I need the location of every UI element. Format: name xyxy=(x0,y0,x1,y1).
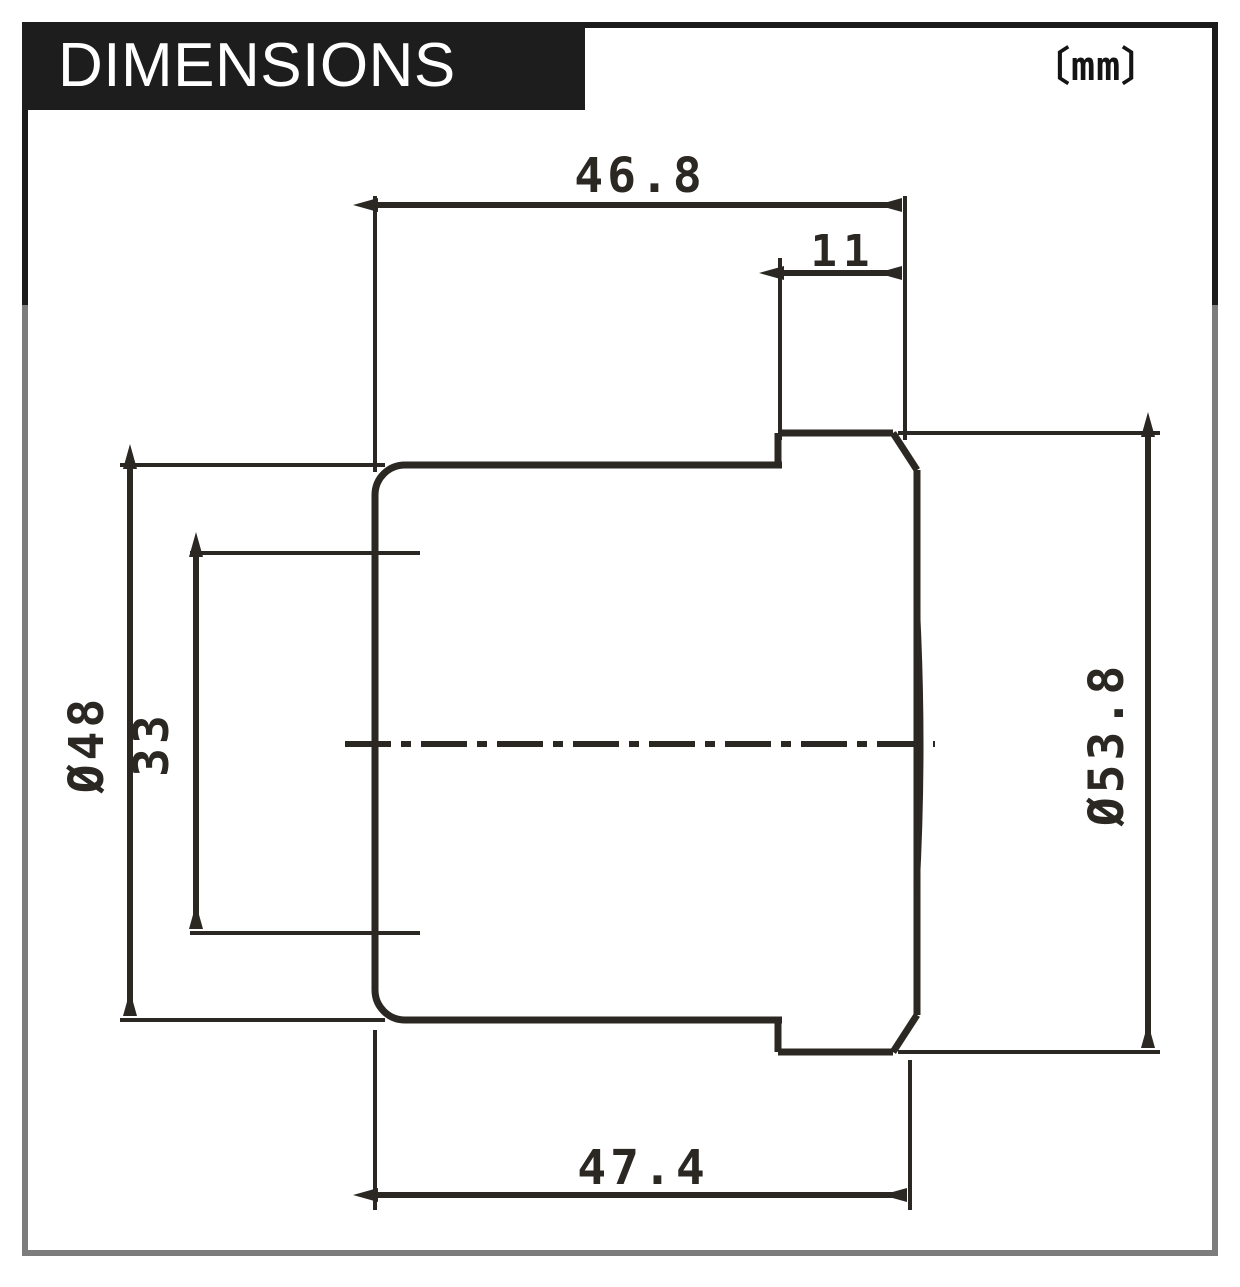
frame-border-left-gray xyxy=(22,305,28,1256)
page-title: DIMENSIONS xyxy=(58,31,456,100)
dimension-label-d48: Ø48 xyxy=(59,695,115,795)
dimension-label-d53-8: Ø53.8 xyxy=(1079,662,1135,828)
frame-border-right-dark xyxy=(1212,22,1218,307)
part-flange-outline xyxy=(774,429,921,1056)
dimension-label-11: 11 xyxy=(811,226,876,277)
frame-border-right-gray xyxy=(1212,305,1218,1256)
dimension-label-46-8: 46.8 xyxy=(574,148,706,204)
frame-border-bottom xyxy=(22,1250,1218,1256)
dimension-label-47-4: 47.4 xyxy=(577,1140,709,1196)
dimension-lines xyxy=(123,198,1155,1202)
frame-border-top xyxy=(22,22,1218,28)
title-banner: DIMENSIONS xyxy=(22,22,585,110)
extension-lines xyxy=(120,196,1160,1210)
frame-border-left-dark xyxy=(22,22,28,307)
dimension-label-33: 33 xyxy=(124,711,180,777)
unit-label: 〔mm〕 xyxy=(1030,44,1163,90)
